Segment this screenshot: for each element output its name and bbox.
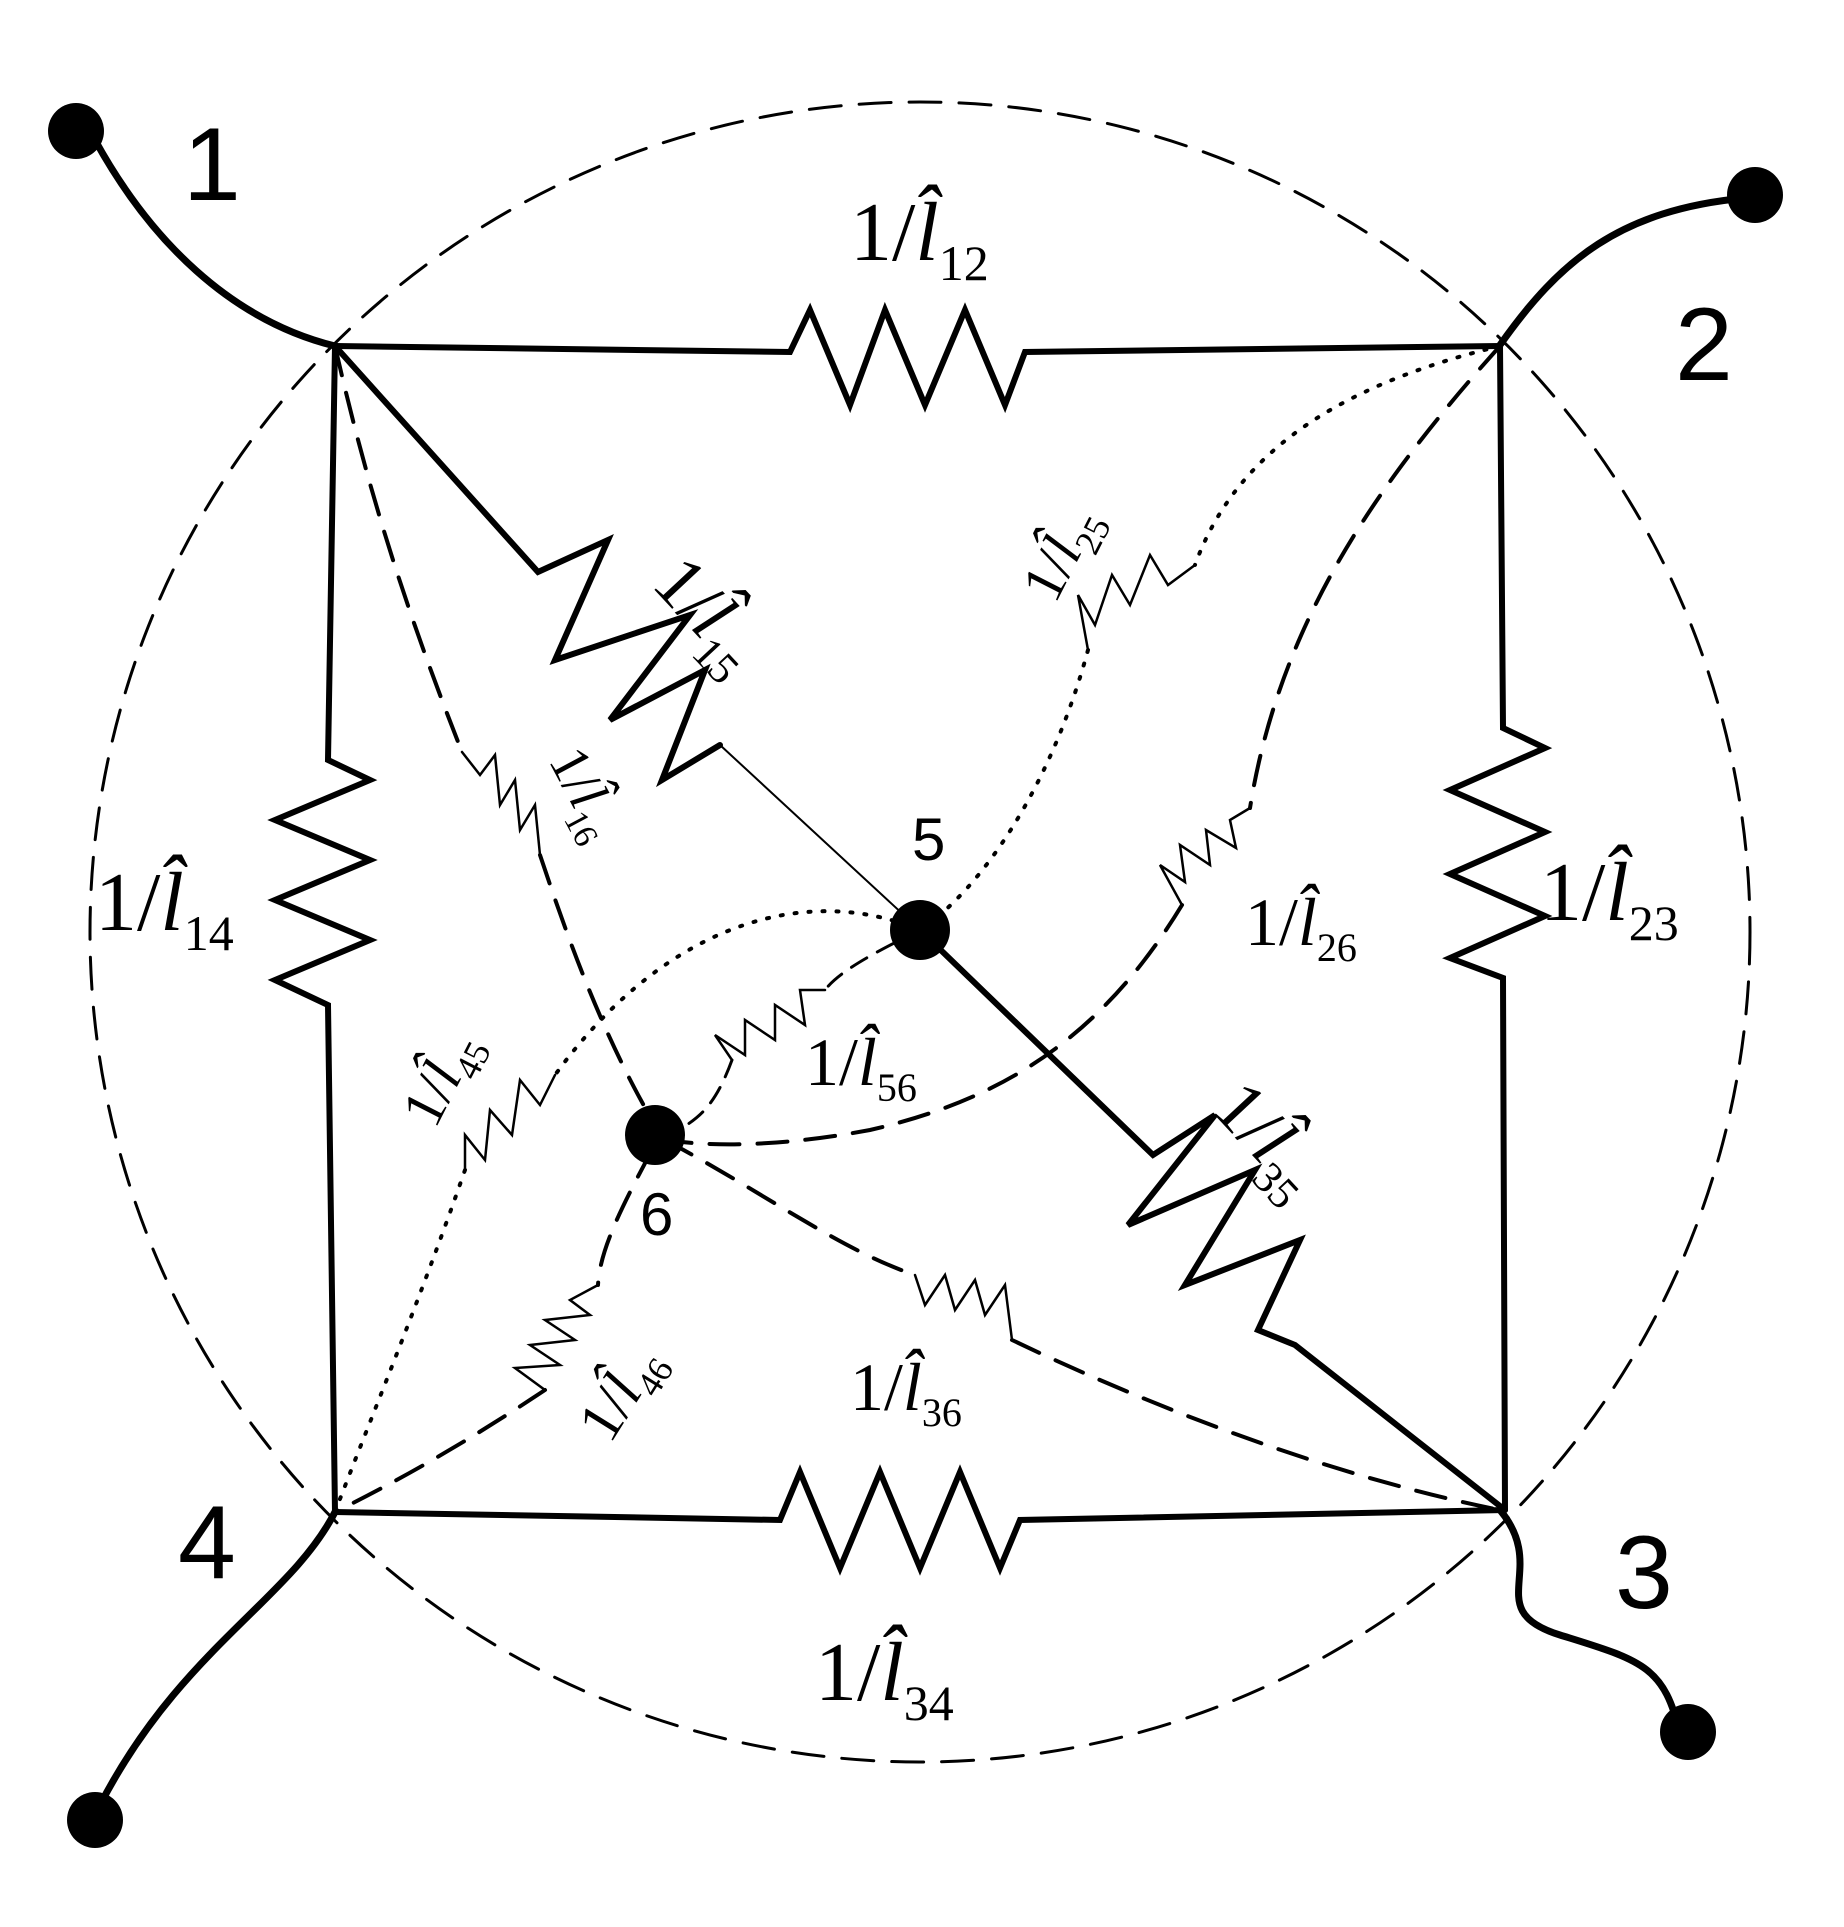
terminal-dot-4 xyxy=(67,1792,123,1848)
edge-25 xyxy=(918,344,1502,932)
label-36: 1/l̂36 xyxy=(850,1349,962,1435)
label-23: 1/l̂23 xyxy=(1540,844,1679,951)
edge-35 xyxy=(917,927,1508,1513)
outer-dashed-circle xyxy=(88,100,1752,1764)
edge-46 xyxy=(333,1148,654,1514)
terminal-dot-2 xyxy=(1727,167,1783,223)
lead-1 xyxy=(91,136,339,350)
node-label-5: 5 xyxy=(912,806,945,873)
node-label-1: 1 xyxy=(183,107,241,223)
node-label-3: 3 xyxy=(1615,1515,1673,1631)
node-label-2: 2 xyxy=(1675,287,1733,403)
label-26: 1/l̂26 xyxy=(1245,884,1357,970)
edge-15 xyxy=(332,343,921,931)
label-15: 1/l̂15 xyxy=(630,539,783,693)
label-46: 1/l̂46 xyxy=(565,1333,681,1457)
label-16: 1/l̂16 xyxy=(529,736,638,853)
terminal-dot-3 xyxy=(1660,1704,1716,1760)
edge-45 xyxy=(333,909,922,1514)
node-label-6: 6 xyxy=(640,1181,673,1248)
edge-36 xyxy=(663,1138,1502,1512)
edge-16 xyxy=(333,344,654,1122)
external-leads xyxy=(91,136,1749,1809)
label-14: 1/l̂14 xyxy=(95,854,234,961)
terminal-dot-1 xyxy=(48,103,104,159)
label-35: 1/l̂35 xyxy=(1190,1064,1343,1218)
label-25: 1/l̂25 xyxy=(1009,495,1119,615)
label-56: 1/l̂56 xyxy=(805,1024,917,1110)
node-5-dot xyxy=(890,900,950,960)
terminal-dots xyxy=(48,103,1783,1848)
edge-12 xyxy=(332,301,1503,414)
edge-14 xyxy=(267,343,378,1515)
label-12: 1/l̂12 xyxy=(850,184,989,291)
edge-26 xyxy=(663,344,1502,1147)
lead-2 xyxy=(1496,194,1749,349)
label-34: 1/l̂34 xyxy=(815,1624,954,1731)
node-label-4: 4 xyxy=(178,1485,236,1601)
lead-4 xyxy=(96,1508,339,1809)
lead-3 xyxy=(1496,1506,1684,1739)
label-45: 1/l̂45 xyxy=(389,1020,499,1140)
edge-23 xyxy=(1442,343,1553,1513)
node-6-dot xyxy=(625,1105,685,1165)
edge-34 xyxy=(332,1464,1508,1576)
